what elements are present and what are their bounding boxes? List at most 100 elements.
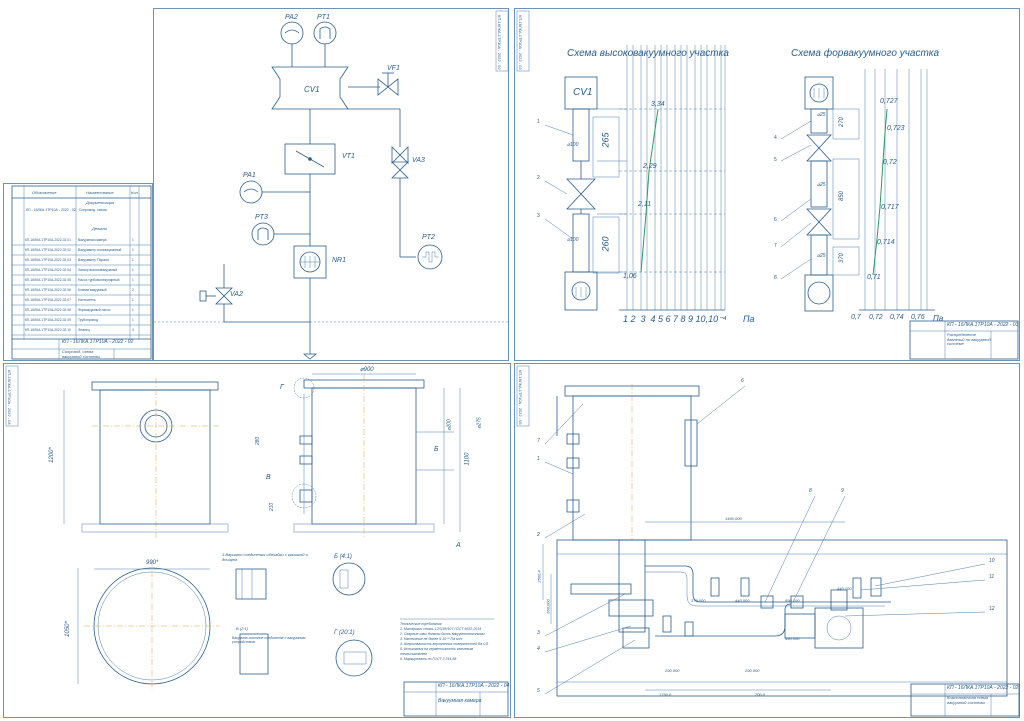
fv-diam-1: ⌀25 (817, 112, 826, 118)
spec-row-code: КП-16ЛКА.1ТР10А-2022-02.01 (25, 238, 71, 242)
fv-diam-2: ⌀25 (817, 182, 826, 188)
spec-row-qty: 1 (132, 238, 134, 242)
hv-value-3: 2,11 (638, 201, 652, 208)
pa2-gauge-icon (280, 21, 304, 45)
tech-req-title: Технические требования (400, 622, 442, 626)
assembly-side-code: КП-16ЛКА.1ТР10А - 2022 - 05 (518, 370, 523, 425)
pt2-gauge-icon (417, 244, 443, 270)
assembly-dimension: 440,100 (837, 586, 852, 591)
assembly-stamp-name: Компоновочная схема вакуумной системы (947, 695, 988, 705)
label-va3: VA3 (412, 157, 425, 164)
assembly-dimension: 290,000 (665, 668, 680, 673)
spec-row-name: Вакуумметр Пирани (78, 258, 109, 262)
fv-pressure-curve (872, 108, 888, 276)
assembly-drawing (516, 365, 1020, 717)
view-a-mark: А (456, 542, 461, 549)
spec-row-qty: 1 (132, 278, 134, 282)
spec-row-code: КП-16ЛКА.1ТР10А-2022-02.10 (25, 328, 71, 332)
tech-req-item: 4. Шероховатость внутренних поверхностей… (400, 642, 489, 646)
chamber-sheet: ⌀900 1200* 1100 ⌀200 ⌀275 280 210 990* 1… (3, 363, 511, 718)
spec-row-qty: 1 (132, 298, 134, 302)
spec-row-name: Форвакуумный насос (78, 308, 111, 312)
hv-valve-icon (566, 178, 596, 210)
assembly-callout: 3 (537, 630, 540, 636)
tech-requirements: Технические требования 1. Материал: стал… (400, 622, 500, 662)
hv-diam-lower: ⌀100 (567, 237, 579, 243)
fv-value-3: 0,72 (883, 159, 897, 166)
spec-row-code: КП-16ЛКА.1ТР10А-2022-02.07 (25, 298, 71, 302)
label-vf1: VF1 (387, 65, 400, 72)
spec-header-qty: Кол. (131, 190, 139, 195)
assembly-dimension: 1750,0 (659, 692, 672, 697)
hv-pressure-curve (640, 108, 659, 273)
fv-callout-6: 6 (774, 217, 777, 223)
fv-callout-4: 4 (774, 135, 777, 141)
pressure-graphs-sheet: Схема высоковакуумного участка Схема фор… (514, 8, 1020, 361)
spec-table (11, 185, 152, 360)
tech-req-item: 6. Маркировать по ГОСТ 2.314-68 (400, 657, 457, 661)
assembly-callout: 4 (537, 646, 540, 652)
dim-diam-inner: 1050* (64, 621, 71, 637)
hv-pump-box (564, 271, 598, 311)
dim-d4: 210 (269, 502, 276, 512)
spec-stamp-code: КП - 16ЛКА.1ТР10А - 2022 - 02 (62, 339, 134, 345)
spec-row-code: КП-16ЛКА.1ТР10А-2022-02.02 (25, 248, 71, 252)
hv-callout-1: 1 (537, 119, 540, 125)
fv-callout-5: 5 (774, 157, 777, 163)
view-g201-title: Г (20:1) (334, 630, 355, 636)
vf1-valve-icon (377, 78, 399, 96)
pa1-gauge-icon (239, 180, 263, 204)
spec-row-qty: 1 (132, 318, 134, 322)
pid-diagram (154, 10, 510, 360)
fv-value-6: 0,71 (867, 274, 881, 281)
view-v21-title: В (2:1) (236, 626, 249, 631)
assembly-callout: 10 (989, 558, 995, 564)
view-b-mark: Б (434, 446, 439, 453)
va2-valve-icon (215, 287, 233, 305)
fv-dim-2: 850 (839, 190, 846, 202)
dim-d1: ⌀200 (446, 419, 453, 431)
va3-valve-icon (391, 146, 409, 164)
fv-callout-7: 7 (774, 243, 777, 249)
fv-dim-3: 370 (839, 252, 846, 264)
hv-value-4: 1,06 (623, 273, 637, 280)
graphs-stamp-name: Распределение давлений по вакуумной сист… (947, 332, 991, 346)
spec-doc-name: Сопровод. схема (79, 208, 107, 212)
spec-row-code: КП-16ЛКА.1ТР10А-2022-02.09 (25, 318, 71, 322)
assembly-dimension: 1460,000 (725, 516, 742, 521)
pt1-gauge-icon (313, 21, 337, 45)
tech-req-item: 5. Испытания на герметичность гелиевым т… (400, 647, 474, 656)
graphs-stamp-code: КП - 16ЛКА.1ТР10А - 2022 - 03 (947, 322, 1019, 328)
hv-callout-3: 3 (537, 213, 540, 219)
fv-xtick-4: 0,76 (911, 314, 925, 321)
assembly-dimension: 700,0 (755, 692, 766, 697)
assembly-callout: 5 (537, 688, 540, 694)
graphs-side-code: КП-16ЛКА.1ТР10А - 2022 - 03 (518, 15, 523, 70)
detail-b-circle (332, 562, 366, 596)
weld-note: 1.Вариант соединения обечайки с крышкой … (222, 552, 308, 562)
label-cv1: CV1 (304, 85, 320, 94)
spec-row-code: КП-16ЛКА.1ТР10А-2022-02.06 (25, 288, 71, 292)
spec-row-name: Клапан вакуумный (78, 288, 107, 292)
spec-section-docs: Документация (86, 200, 115, 205)
hv-value-1: 3,34 (651, 101, 665, 108)
assembly-callout: 7 (537, 438, 540, 444)
spec-stamp-name: Сопровод. схема вакуумной системы (62, 349, 101, 359)
spec-doc-code: КП - 16ЛКА.1ТР10А - 2022 - 02 (26, 208, 76, 212)
spec-row-name: Вакуумная камера (78, 238, 107, 242)
chamber-stamp-name: Вакуумная камера (438, 698, 482, 704)
spec-section-details: Детали (92, 226, 107, 231)
spec-row-qty: 4 (132, 328, 134, 332)
pid-scheme-sheet: PA2 PT1 CV1 VF1 VT1 VA3 PA1 PT3 NR1 PT2 … (153, 8, 510, 361)
label-nr1: NR1 (332, 257, 347, 264)
label-pt3: PT3 (255, 214, 268, 221)
pt3-gauge-icon (251, 222, 275, 246)
view-b41-title: Б (4:1) (334, 554, 352, 560)
fv-value-4: 0,717 (881, 204, 899, 211)
hv-diam-upper: ⌀100 (567, 142, 579, 148)
fore-pump-shape (814, 607, 864, 649)
fv-callout-8: 8 (774, 275, 777, 281)
spec-row-name: Вакуумметр ионизационный (78, 248, 122, 252)
fv-xtick-3: 0,74 (890, 314, 904, 321)
assembly-callout: 6 (741, 378, 744, 384)
